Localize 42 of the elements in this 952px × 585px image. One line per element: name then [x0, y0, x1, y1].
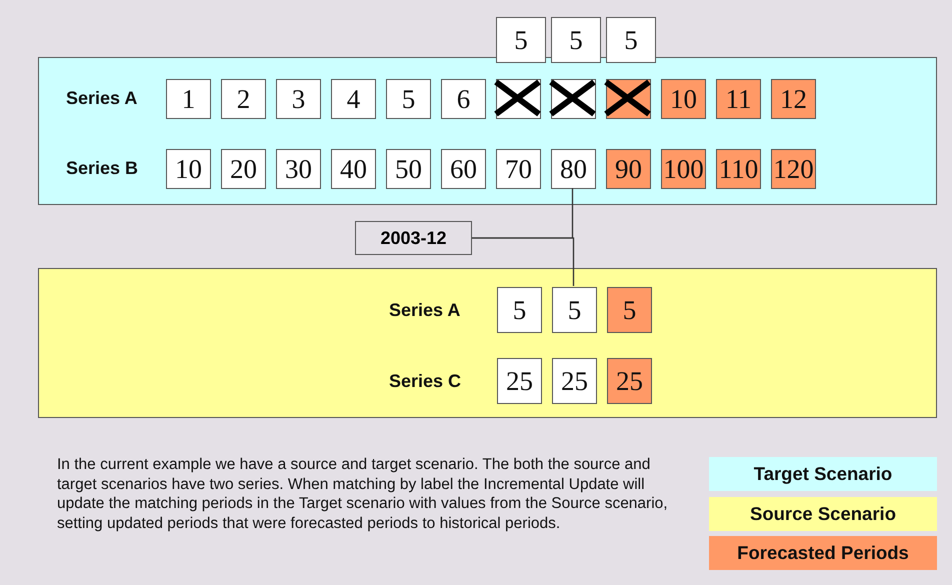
value-cell: 100 [661, 149, 706, 189]
description-text: In the current example we have a source and target scenario. The both the source and target scenarios have two series. When matching by label the Incremental Update will update the matching periods in the Target scenario with values from the Source scenario, setting updated periods that were forecasted periods to historical periods. [57, 455, 669, 533]
value-cell: 40 [331, 149, 376, 189]
value-cell: 5 [497, 287, 542, 333]
series-label: Series B [66, 158, 138, 179]
scenario-panel [38, 268, 937, 418]
value-cell: 25 [497, 358, 542, 404]
legend-item: Target Scenario [709, 457, 937, 491]
value-cell: 5 [496, 17, 546, 63]
value-cell: 70 [496, 149, 541, 189]
value-cell: 11 [716, 79, 761, 119]
value-cell: 5 [552, 287, 597, 333]
value-cell: 5 [606, 17, 656, 63]
value-cell: 12 [771, 79, 816, 119]
value-cell: 25 [607, 358, 652, 404]
value-cell: 120 [771, 149, 816, 189]
connector-line [472, 237, 574, 286]
series-label: Series C [389, 371, 462, 392]
legend-item: Source Scenario [709, 496, 937, 530]
value-cell: 110 [716, 149, 761, 189]
value-cell: 5 [607, 287, 652, 333]
value-cell: 6 [441, 79, 486, 119]
value-cell: 10 [166, 149, 211, 189]
value-cell: 20 [221, 149, 266, 189]
value-cell: 25 [552, 358, 597, 404]
value-cell: 4 [331, 79, 376, 119]
value-cell: 10 [661, 79, 706, 119]
value-cell: 1 [166, 79, 211, 119]
value-cell: 3 [276, 79, 321, 119]
value-cell: 5 [551, 17, 601, 63]
date-box: 2003-12 [355, 221, 472, 255]
legend-item: Forecasted Periods [709, 536, 937, 570]
value-cell: 60 [441, 149, 486, 189]
value-cell: 2 [221, 79, 266, 119]
series-label: Series A [66, 88, 138, 109]
scenario-panel [38, 57, 937, 205]
value-cell: 30 [276, 149, 321, 189]
value-cell: 80 [551, 149, 596, 189]
value-cell: 90 [606, 149, 651, 189]
series-label: Series A [389, 300, 460, 321]
value-cell: 50 [386, 149, 431, 189]
value-cell: 5 [386, 79, 431, 119]
